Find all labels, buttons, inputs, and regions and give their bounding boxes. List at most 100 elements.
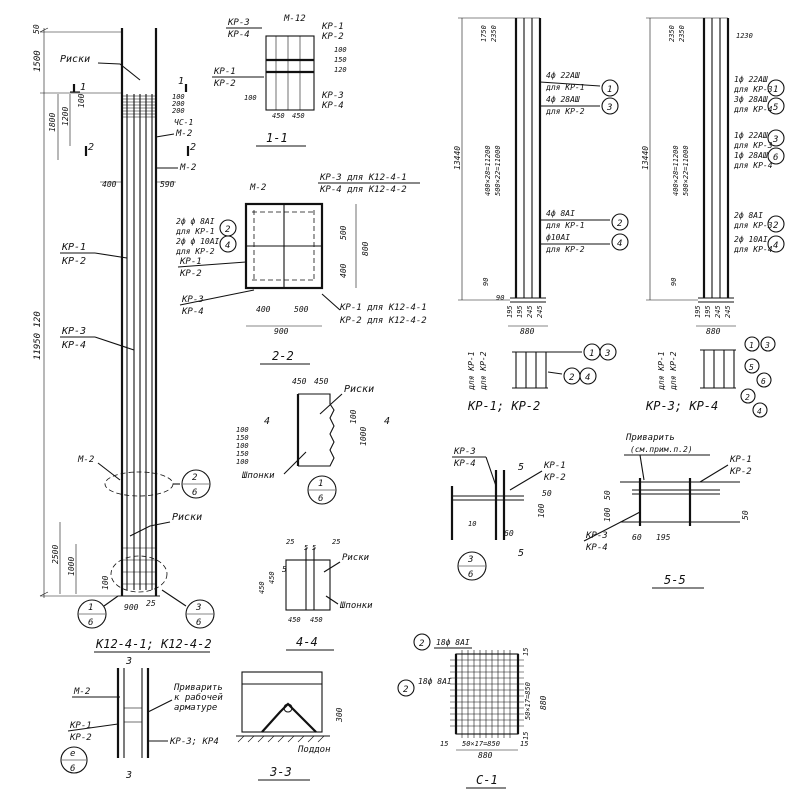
d36-kr1: КР-1	[543, 461, 566, 471]
dim-50-top: 50	[32, 24, 41, 34]
c1-dim-15-bot: 15	[522, 732, 530, 740]
kr12-dim-1750: 1750	[480, 25, 488, 42]
d16-dim-150-b: 150	[236, 450, 249, 458]
s44-dim-25-b: 25	[332, 538, 340, 546]
kr34-mini-b2: 2	[745, 393, 750, 402]
kr12-r9: 4ф 8АI	[546, 209, 575, 218]
callout-bubble-2-6	[181, 469, 211, 499]
d36-bubble-top: 3	[467, 555, 473, 565]
kr34-r8: 1ф 28АШ	[734, 151, 768, 160]
label-riski-bottom: Риски	[172, 512, 202, 523]
section-4-4: 25 5 5 25 Риски 5 450 450 Шпонки 450 450…	[258, 538, 373, 651]
c1-dim-15-r: 15	[520, 740, 528, 748]
kr12-dim-880: 880	[520, 327, 535, 336]
dim-100-b: 100	[172, 93, 185, 101]
s11-kr3-right: КР-3	[321, 91, 344, 101]
bubble-2-6-bot: 6	[192, 488, 197, 498]
callout-bubble-1-6	[77, 599, 107, 629]
kr34-bubble-6: 6	[773, 153, 778, 163]
column-elevation: 50 1500 11950 120 1800 1200 100	[32, 24, 215, 653]
c1-r12: 18ф 8АI	[418, 677, 452, 686]
s55-privarit: Приварить	[625, 433, 675, 443]
grid-c1: 2 18ф 8АI 2 18ф 8АI 15 50×17=850 880 15 …	[397, 633, 548, 789]
s22-r4b: для КР-2	[175, 247, 215, 256]
d16-mark-4-right: 4	[384, 416, 390, 427]
kr34-title: КР-3; КР-4	[645, 399, 718, 413]
section-1-1: КР-3 КР-4 М-12 КР-1 КР-2 КР-1 КР-2 КР-3 …	[212, 14, 347, 147]
d36-dim-100: 100	[537, 503, 546, 518]
s22-kr3-for: КР-3 для К12-4-1	[319, 173, 407, 183]
de6-privarit: Приварить	[173, 683, 223, 693]
s11-dim-100-b: 100	[244, 94, 257, 102]
d16-dim-100: 100	[349, 409, 358, 424]
kr12-mini-b2: 2	[569, 373, 574, 383]
kr12-dim-90-b: 90	[496, 294, 504, 302]
kr34-dim-195-a: 195	[694, 305, 702, 318]
d16-bubble-bot: 6	[318, 494, 323, 504]
d36-mark-5: 5	[518, 462, 524, 473]
de6-arm: арматуре	[174, 703, 217, 713]
dim-200-b: 200	[172, 107, 185, 115]
section-5-5: Приварить (см.прим.п.2) КР-1 КР-2 50 100…	[583, 433, 752, 589]
s55-note: (см.прим.п.2)	[630, 445, 693, 454]
kr12-dim-2350: 2350	[490, 25, 498, 42]
s55-dim-100: 100	[603, 507, 612, 522]
d36-bubble-bot: 6	[468, 570, 473, 580]
label-kr1-col: КР-1	[61, 242, 86, 253]
kr12-title: КР-1; КР-2	[467, 399, 540, 413]
d16-dim-100-b: 100	[236, 442, 249, 450]
kr12-mini-b4: 4	[585, 373, 590, 383]
s44-dim-5-a: 5	[304, 544, 308, 552]
label-chs1: ЧС-1	[174, 118, 193, 127]
s22-r3b: для КР-1	[175, 227, 215, 236]
mark-1-left: 1	[80, 82, 86, 93]
kr12-r10b: для КР-2	[545, 245, 585, 254]
s11-dim-450-a: 450	[272, 112, 285, 120]
s55-title: 5-5	[664, 573, 686, 587]
label-m2-mid: М-2	[77, 455, 94, 465]
d16-dim-150: 150	[236, 434, 249, 442]
s44-title: 4-4	[296, 635, 318, 649]
s22-r3: 2ф ф 8АI	[176, 217, 215, 226]
s33-title: 3-3	[269, 765, 292, 779]
s11-kr1-top: КР-1	[321, 22, 344, 32]
s11-dim-120: 120	[334, 66, 347, 74]
s44-shponki: Шпонки	[339, 601, 373, 611]
kr12-r2: 4ф 28АШ	[546, 95, 580, 104]
section-2-2: М-2 КР-3 для К12-4-1 КР-4 для К12-4-2 2ф…	[175, 173, 427, 365]
kr34-r5: 1ф 22АШ	[734, 75, 768, 84]
s22-kr4: КР-4	[181, 307, 204, 317]
frame-kr3-kr4: 13440 2350 2350 1230 400×28=11200 500×22…	[641, 17, 785, 418]
kr12-r2b: для КР-2	[545, 107, 585, 116]
c1-dim-50x17-v: 50×17=850	[524, 682, 532, 720]
s44-dim-25: 25	[286, 538, 294, 546]
kr34-bubble-2: 2	[773, 221, 778, 231]
kr34-bubble-1: 1	[773, 85, 778, 95]
kr12-mini-b1: 1	[589, 349, 594, 359]
kr12-dim-90: 90	[482, 278, 490, 286]
kr12-dim-245-a: 245	[526, 305, 534, 318]
kr12-bubble-4: 4	[617, 239, 622, 249]
s33-poddon: Поддон	[297, 745, 331, 755]
kr34-dim-1230: 1230	[736, 32, 753, 40]
d36-dim-60: 60	[504, 529, 514, 538]
label-kr3-col: КР-3	[61, 326, 86, 337]
de6-kr1: КР-1	[69, 721, 92, 731]
s22-dim-400: 400	[256, 305, 271, 314]
dim-200-a: 200	[172, 100, 185, 108]
c1-title: С-1	[476, 773, 498, 787]
bubble-3-6-bot: 6	[196, 618, 201, 628]
s22-dim-900: 900	[274, 327, 289, 336]
dim-400-col: 400	[102, 180, 117, 189]
kr34-r14: 2ф 10АI	[734, 235, 768, 244]
de6-mark-3-bot: 3	[125, 770, 132, 781]
s11-dim-450-b: 450	[292, 112, 305, 120]
kr34-mini-b4: 4	[757, 407, 762, 416]
kr12-dim-195-b: 195	[516, 305, 524, 318]
kr34-r7: 3ф 28АШ	[733, 95, 768, 104]
dim-2500: 2500	[51, 545, 60, 564]
kr34-dim-13440: 13440	[641, 146, 650, 170]
s22-dim-800: 800	[361, 241, 370, 256]
d16-shponki: Шпонки	[241, 471, 275, 481]
s11-kr2-left: КР-2	[213, 79, 236, 89]
